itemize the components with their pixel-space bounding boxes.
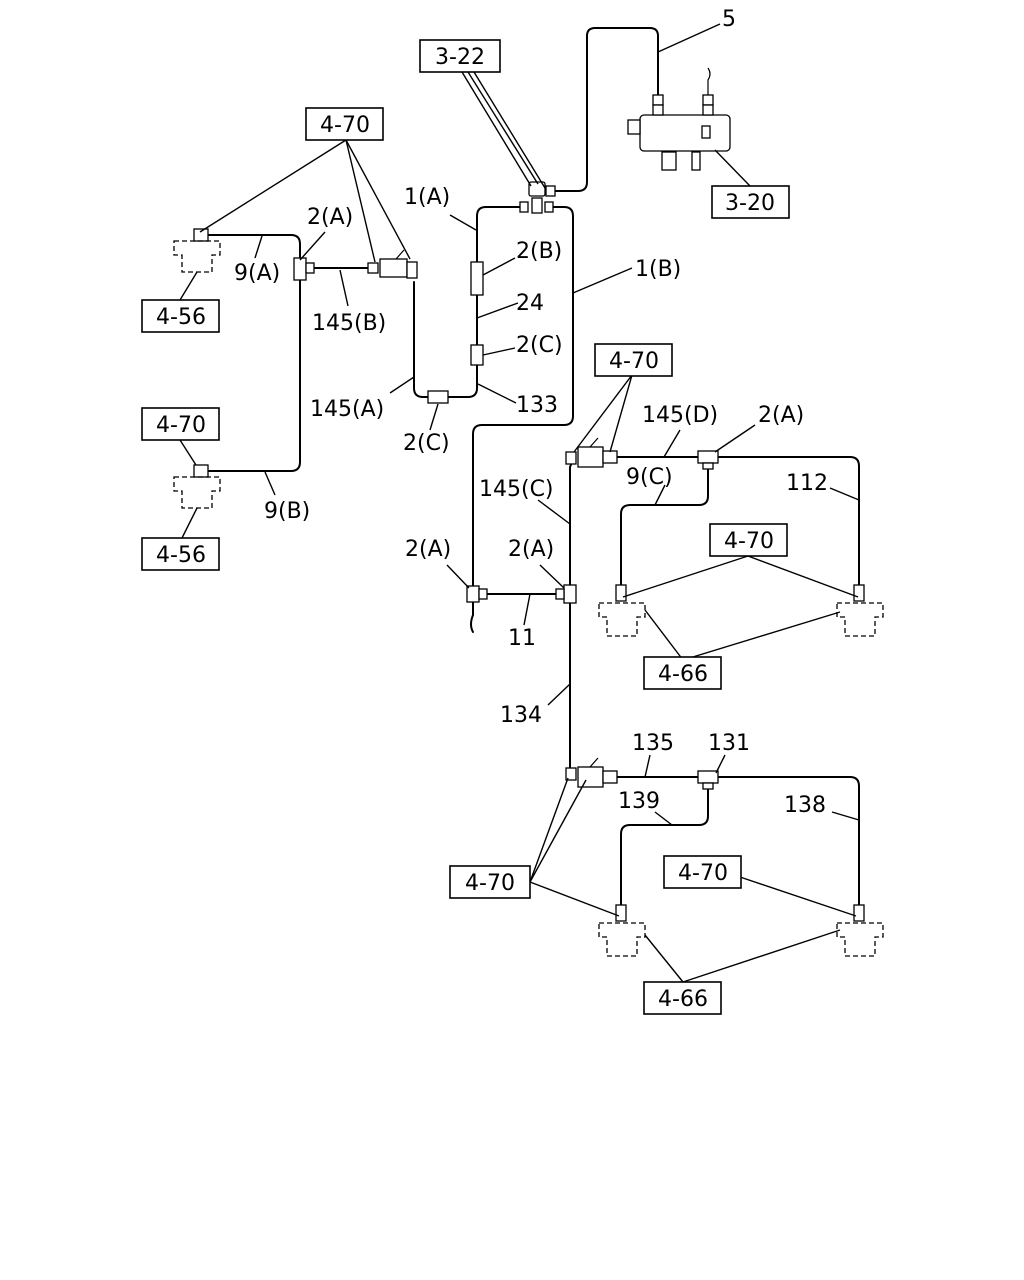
label-part-2a-center: 2(A)	[508, 537, 554, 562]
label-part-145b: 145(B)	[312, 311, 386, 336]
fitting-2c-upper	[470, 344, 484, 366]
svg-text:3-20: 3-20	[725, 191, 775, 216]
pipe-9a	[207, 234, 301, 259]
svg-text:4-70: 4-70	[156, 413, 206, 438]
svg-text:4-56: 4-56	[156, 543, 206, 568]
brake-chamber-low-left	[598, 904, 646, 957]
pipe-supply-stub	[707, 67, 711, 96]
pipe-145a	[413, 281, 429, 398]
pipe-112	[717, 456, 860, 586]
ref-3-20[interactable]: 3-20	[711, 185, 790, 219]
ref-4-66-mid[interactable]: 4-66	[643, 656, 722, 690]
label-part-145d: 145(D)	[642, 403, 718, 428]
relay-valve-top	[367, 249, 418, 279]
label-part-131: 131	[708, 731, 750, 756]
label-part-135: 135	[632, 731, 674, 756]
pipe-145c	[569, 459, 574, 586]
label-part-145a: 145(A)	[310, 397, 384, 422]
pipe-139	[620, 785, 709, 906]
brake-chamber-mid-left	[598, 584, 646, 637]
svg-text:4-70: 4-70	[465, 871, 515, 896]
ref-4-70-mid[interactable]: 4-70	[594, 343, 673, 377]
label-part-2a-right: 2(A)	[758, 403, 804, 428]
brake-chamber-top-left	[173, 228, 221, 273]
tee-2a-left	[466, 585, 488, 603]
label-part-5: 5	[722, 7, 736, 32]
label-part-2c-upper: 2(C)	[516, 333, 563, 358]
brake-valve	[519, 181, 556, 214]
svg-text:4-70: 4-70	[678, 861, 728, 886]
ref-3-22[interactable]: 3-22	[419, 39, 501, 73]
fitting-2b	[470, 261, 484, 296]
label-part-138: 138	[784, 793, 826, 818]
svg-text:3-22: 3-22	[435, 45, 485, 70]
label-part-134: 134	[500, 703, 542, 728]
label-part-2b: 2(B)	[516, 239, 562, 264]
label-part-11: 11	[508, 626, 536, 651]
reference-boxes: 3-22 3-20 4-70 4-56 4-70 4-56 4-70 4-70	[141, 39, 790, 1015]
fitting-2c-lower	[427, 390, 449, 404]
svg-text:4-70: 4-70	[320, 113, 370, 138]
pipe-9b	[207, 279, 301, 472]
pipe-1b	[472, 206, 574, 587]
ref-4-56-top[interactable]: 4-56	[141, 299, 220, 333]
label-part-145c: 145(C)	[479, 477, 554, 502]
tee-2a-right	[697, 450, 719, 470]
svg-text:4-66: 4-66	[658, 662, 708, 687]
label-part-9c: 9(C)	[626, 465, 673, 490]
brake-chamber-low-right	[836, 904, 884, 957]
tee-131	[697, 770, 719, 790]
label-part-9a: 9(A)	[234, 261, 280, 286]
pipe-1b-tail	[470, 601, 474, 633]
ref-4-66-low[interactable]: 4-66	[643, 981, 722, 1015]
leader-lines	[179, 23, 860, 983]
tee-2a-top	[293, 257, 315, 281]
ref-4-70-center[interactable]: 4-70	[709, 523, 788, 557]
label-part-9b: 9(B)	[264, 499, 310, 524]
svg-text:4-56: 4-56	[156, 305, 206, 330]
pipe-138	[717, 776, 860, 906]
relay-valve-low	[565, 757, 618, 788]
label-part-133: 133	[516, 393, 558, 418]
label-part-24: 24	[516, 291, 544, 316]
label-part-112: 112	[786, 471, 828, 496]
label-part-2c-lower: 2(C)	[403, 431, 450, 456]
ref-4-56-bottom[interactable]: 4-56	[141, 537, 220, 571]
pipe-5	[554, 27, 659, 192]
svg-text:4-70: 4-70	[609, 349, 659, 374]
svg-text:4-66: 4-66	[658, 987, 708, 1012]
brake-chamber-mid-right	[836, 584, 884, 637]
pipe-9c	[620, 465, 709, 586]
relay-valve-mid	[565, 437, 618, 468]
pipe-133	[447, 364, 478, 398]
ref-4-70-low-right[interactable]: 4-70	[663, 855, 742, 889]
label-part-2a-top: 2(A)	[307, 205, 353, 230]
pipe-1a	[476, 206, 526, 263]
ref-4-70-low-left[interactable]: 4-70	[449, 865, 531, 899]
pipe-lines	[207, 27, 860, 906]
label-part-2a-left: 2(A)	[405, 537, 451, 562]
label-part-139: 139	[618, 789, 660, 814]
label-part-1b: 1(B)	[635, 257, 681, 282]
ref-4-70-left[interactable]: 4-70	[141, 407, 220, 441]
master-unit	[627, 94, 731, 171]
ref-4-70-top[interactable]: 4-70	[305, 107, 384, 141]
components	[173, 94, 884, 957]
tee-2a-center	[555, 584, 577, 604]
label-part-1a: 1(A)	[404, 185, 450, 210]
svg-text:4-70: 4-70	[724, 529, 774, 554]
part-labels: 5 1(A) 1(B) 2(B) 24 2(C) 133 2(C) 145(A)…	[234, 7, 828, 818]
brake-chamber-bottom-left	[173, 464, 221, 509]
